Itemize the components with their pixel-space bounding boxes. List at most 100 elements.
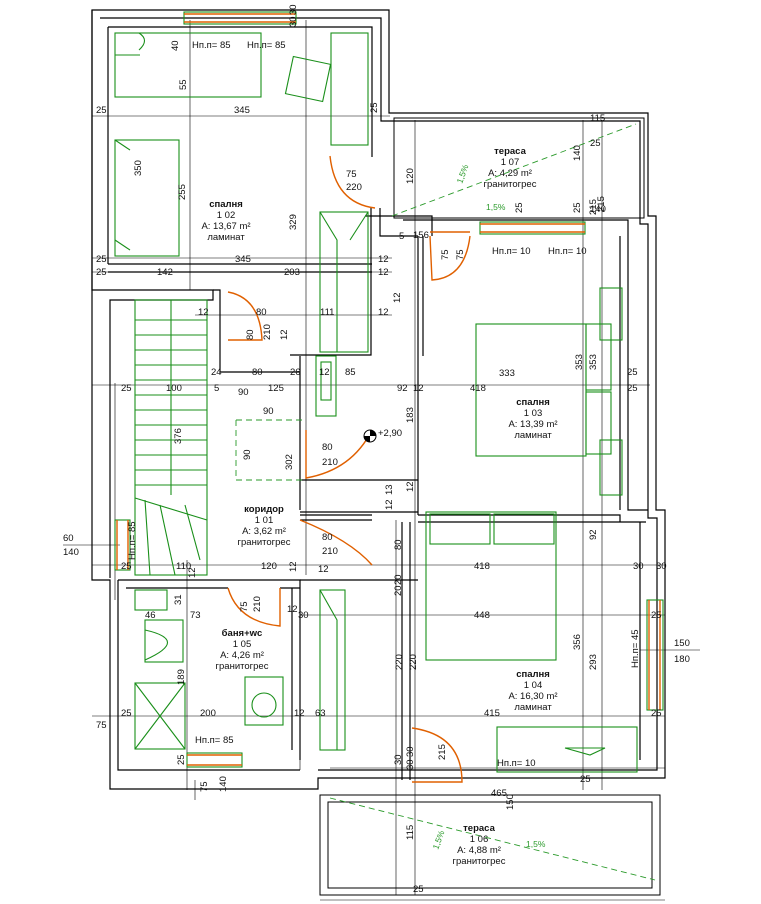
slope-label: 1,5% [526,839,546,849]
room-name: коридор [244,504,284,515]
dimension-label: 345 [235,254,251,265]
dimension-label: 75 [455,249,466,260]
dimension-label: 75 [440,249,451,260]
window-sill-label: Нп.п= 10 [497,758,536,769]
dimension-label: 353 [574,354,585,370]
slope-lines [235,123,656,881]
dimension-label: 80 [245,329,256,340]
room-area: A: 4,29 m² [488,168,532,179]
dimension-label: 75 [346,169,357,180]
toilet [144,619,184,663]
dimension-label: 415 [484,708,500,719]
dimension-label: 25 [651,708,662,719]
dimension-label: 12 [318,564,329,575]
dimension-label: 25 [580,774,591,785]
dimension-label: 220 [394,654,405,670]
room-area: A: 3,62 m² [242,526,286,537]
dimension-label: 75 [96,720,107,731]
dimension-label: 120 [405,168,416,184]
elevation-marker [363,429,377,443]
dimension-label: 210 [252,596,263,612]
dimension-label: 293 [588,654,599,670]
dimension-label: 220 [408,654,419,670]
staircase [134,299,208,576]
dimension-label: 12 [392,292,403,303]
window-sill-label: Нп.п= 85 [192,40,231,51]
dimension-label: 12 [378,267,389,278]
dimension-label: 110 [176,561,191,572]
dimension-label: 12 [384,499,395,510]
dimension-label: 115 [590,113,605,124]
dimension-label: 26 [290,367,301,378]
room-area: A: 13,67 m² [201,221,250,232]
dimension-label: 30 [393,754,404,765]
dimension-label: 12 [413,383,424,394]
dimension-label: 85 [345,367,356,378]
dimension-label: 92 [397,383,408,394]
dimension-label: 25 [627,383,638,394]
dimension-label: 183 [405,407,416,423]
window-sill-label: Нп.п= 45 [630,629,641,668]
dimension-label: 200 [200,708,216,719]
dimension-label: 24 [211,367,222,378]
room-id: 1 04 [524,680,543,691]
room-name: тераса [463,823,495,834]
dimension-label: 125 [268,383,284,394]
dimension-label: 25 [96,267,107,278]
dimension-label: 150 [505,794,516,810]
dimension-label: 73 [190,610,201,621]
dimension-label: 12 [187,567,198,578]
dimension-label: 46 [145,610,156,621]
dimension-label: 25 [413,884,424,895]
dimension-label: 80 [393,539,404,550]
room-finish: гранитогрес [484,179,537,190]
dimension-label: 12 [378,254,389,265]
dimension-label: 448 [474,610,490,621]
wardrobe-mid [319,211,369,353]
dimension-label: 215 [437,744,448,760]
elevation-label: +2,90 [378,428,402,439]
dimension-label: 30 [405,759,416,770]
doors [116,13,661,783]
dimension-label: 120 [261,561,277,572]
dimension-label: 215 [596,196,607,212]
slope-label: 1,5% [454,163,470,185]
dimension-label: 189 [176,669,187,685]
dimension-label: 220 [346,182,362,193]
dimension-label: 25 [514,202,525,213]
dimension-label: 25 [96,105,107,116]
dimension-label: 30 [298,610,309,621]
bed-top [114,32,262,98]
room-finish: ламинат [207,232,245,243]
dimension-label: 25 [627,367,638,378]
dimension-label: 329 [288,214,299,230]
bed-1-04 [425,511,557,661]
dimension-label: 12 [288,561,299,572]
dimension-label: 25 [176,754,187,765]
dimension-label: 333 [499,368,515,379]
window-sill-label: Нп.п= 85 [247,40,286,51]
dimension-label: 376 [173,428,184,444]
window-sill-label: Нп.п= 85 [127,521,138,560]
room-name: спалня [516,397,550,408]
dimension-label: 12 [405,481,416,492]
dimension-label: 12 [294,708,305,719]
dimension-label: 215 [588,199,599,215]
slope-label: 1,5% [486,202,506,212]
walls [91,9,666,790]
dimension-label: 156 [413,230,429,241]
room-id: 1 05 [233,639,252,650]
dimension-label: 255 [177,184,188,200]
dimension-label: 20 [393,574,404,585]
dimension-label: 30 [405,746,416,757]
room-finish: ламинат [514,702,552,713]
dimension-label: 30 [288,4,299,15]
room-name: тераса [494,146,526,157]
window-sill-label: Нп.п= 85 [195,735,234,746]
dimension-label: 25 [121,708,132,719]
room-area: A: 13,39 m² [508,419,557,430]
desk-top [330,32,369,146]
dimension-label: 12 [198,307,209,318]
dimension-label: 111 [320,307,334,318]
dimension-label: 30 [633,561,644,572]
